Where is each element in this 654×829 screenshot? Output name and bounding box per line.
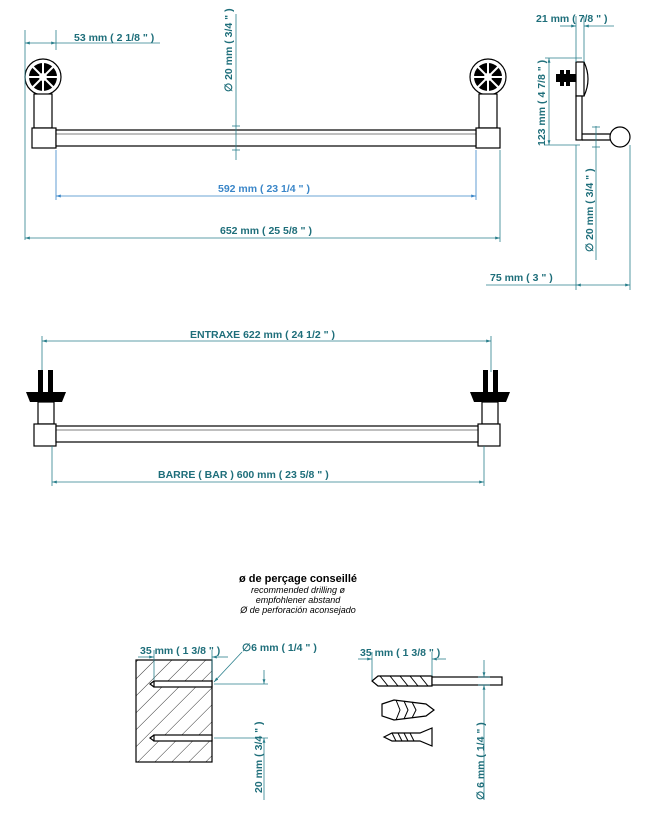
- dim-75-label: 75 mm ( 3 " ): [490, 272, 553, 284]
- dim-35-left-label: 35 mm ( 1 3/8 " ): [140, 645, 220, 657]
- drilling-en: recommended drilling ø: [251, 585, 346, 595]
- wall-plug: [381, 699, 435, 721]
- left-rosette-top: [24, 58, 62, 149]
- right-mount-front: [470, 370, 510, 447]
- dim-6-right-label: ∅ 6 mm ( 1/4 " ): [475, 722, 487, 800]
- dim-53-label: 53 mm ( 2 1/8 " ): [74, 32, 154, 44]
- screw: [382, 727, 433, 747]
- drilling-es: Ø de perforación aconsejado: [239, 605, 356, 615]
- dim-21-label: 21 mm ( 7/8 " ): [536, 13, 608, 25]
- drill-bit: [371, 675, 503, 687]
- right-rosette-top: [469, 58, 507, 149]
- wall-section: [135, 659, 213, 763]
- drilling-section: ø de perçage conseillé recommended drill…: [135, 573, 503, 800]
- drilling-de: empfohlener abstand: [256, 595, 342, 605]
- dim-652-label: 652 mm ( 25 5/8 " ): [220, 225, 312, 237]
- dim-20-left-label: 20 mm ( 3/4 " ): [253, 721, 265, 793]
- left-mount-front: [26, 370, 66, 447]
- dim-6-left-label: ∅6 mm ( 1/4 " ): [242, 642, 317, 654]
- dim-dia20-top-label: ∅ 20 mm ( 3/4 " ): [223, 8, 235, 92]
- towel-bar-top: [55, 129, 477, 147]
- dim-dia20-side-label: ∅ 20 mm ( 3/4 " ): [584, 168, 596, 252]
- dim-123-label: 123 mm ( 4 7/8 " ): [536, 60, 548, 146]
- dim-barre-label: BARRE ( BAR ) 600 mm ( 23 5/8 " ): [158, 469, 329, 481]
- front-view: ENTRAXE 622 mm ( 24 1/2 " ) BARRE ( BAR …: [26, 329, 510, 486]
- top-view: 53 mm ( 2 1/8 " ) ∅ 20 mm ( 3/4 " ) 592 …: [24, 8, 507, 242]
- dim-35-right-label: 35 mm ( 1 3/8 " ): [360, 647, 440, 659]
- dim-entraxe-label: ENTRAXE 622 mm ( 24 1/2 " ): [190, 329, 335, 341]
- towel-bar-front: [55, 425, 479, 443]
- bar-section-circle: [609, 126, 631, 148]
- drilling-title: ø de perçage conseillé: [239, 573, 357, 585]
- side-view: 21 mm ( 7/8 " ) 123 mm ( 4 7/8 " ) ∅ 20 …: [486, 13, 631, 290]
- dim-592-label: 592 mm ( 23 1/4 " ): [218, 183, 310, 195]
